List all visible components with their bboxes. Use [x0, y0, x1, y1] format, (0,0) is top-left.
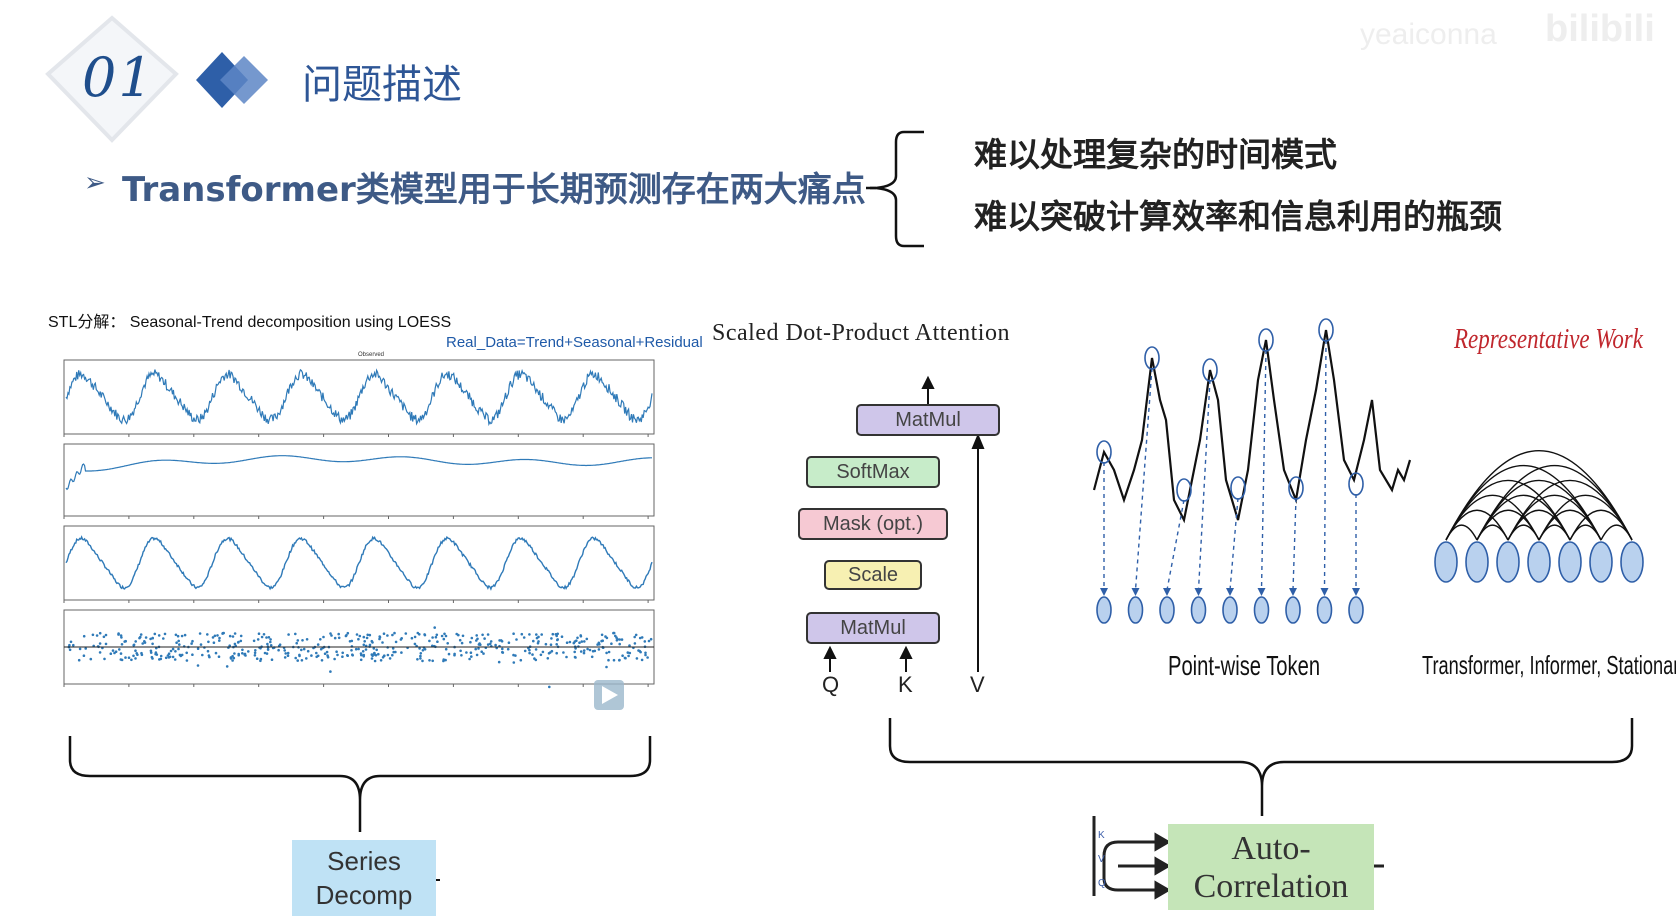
pain-points-brace — [870, 130, 924, 248]
attention-node — [1465, 541, 1489, 583]
svg-text:Q: Q — [1098, 878, 1106, 889]
pointwise-token-label: Point-wise Token — [1168, 650, 1321, 681]
series-decomp-line-1: Series — [327, 846, 401, 876]
matmul-bottom-block: MatMul — [806, 612, 940, 644]
auto-correlation-module: Auto- Correlation — [1168, 824, 1374, 910]
pain-point-1: 难以处理复杂的时间模式 — [974, 135, 1337, 174]
token-node — [1127, 596, 1144, 624]
header-diamond-decoration — [45, 15, 179, 143]
token-node — [1348, 596, 1364, 624]
scale-block: Scale — [824, 560, 922, 590]
representative-models-label: Transformer, Informer, Stationary — [1422, 650, 1676, 680]
series-decomp-line-2: Decomp — [315, 880, 413, 910]
svg-text:V: V — [1098, 854, 1105, 865]
attention-node — [1589, 541, 1613, 583]
attention-brace — [888, 718, 1634, 816]
attention-node — [1558, 541, 1582, 583]
series-decomp-module: Series Decomp — [292, 840, 436, 916]
representative-work-title: Representative Work — [1454, 324, 1643, 355]
token-node — [1096, 596, 1112, 624]
token-node — [1253, 596, 1270, 624]
softmax-block: SoftMax — [806, 456, 940, 488]
token-node — [1316, 596, 1333, 624]
input-k: K — [898, 672, 913, 697]
header-blue-diamond-icon — [196, 52, 268, 108]
bilibili-logo: bilibili — [1545, 8, 1655, 50]
attention-title: Scaled Dot-Product Attention — [712, 320, 1010, 346]
mask-block: Mask (opt.) — [798, 508, 948, 540]
headline-text: Transformer类模型用于长期预测存在两大痛点 — [122, 170, 866, 210]
auto-correlation-line-2: Correlation — [1193, 868, 1349, 905]
video-logo-icon — [594, 680, 624, 710]
auto-correlation-line-1: Auto- — [1231, 830, 1311, 867]
attention-node — [1527, 541, 1551, 583]
attention-node — [1620, 541, 1644, 583]
representative-graph — [1434, 450, 1644, 583]
token-node — [1285, 596, 1301, 624]
stl-decomposition-plot: Observed — [63, 352, 655, 689]
attention-node — [1496, 541, 1520, 583]
svg-text:Observed: Observed — [358, 352, 384, 358]
token-node — [1222, 596, 1238, 624]
matmul-top-block: MatMul — [856, 404, 1000, 436]
bullet-arrow-icon: ➢ — [84, 168, 106, 198]
pointwise-token-diagram — [1092, 318, 1412, 624]
section-title: 问题描述 — [302, 62, 462, 108]
svg-text:K: K — [1098, 830, 1105, 841]
stl-title: STL分解： Seasonal-Trend decomposition usin… — [48, 314, 452, 331]
watermark-text: yeaiconna — [1360, 18, 1497, 51]
input-v: V — [970, 672, 985, 697]
token-node — [1159, 596, 1175, 624]
auto-correlation-inputs — [1092, 816, 1384, 900]
section-number: 01 — [82, 46, 155, 109]
token-node — [1190, 596, 1207, 624]
stl-brace — [68, 736, 652, 832]
pain-point-2: 难以突破计算效率和信息利用的瓶颈 — [974, 197, 1502, 236]
attention-node — [1434, 541, 1458, 583]
stl-formula: Real_Data=Trend+Seasonal+Residual — [446, 334, 703, 351]
input-q: Q — [822, 672, 840, 697]
